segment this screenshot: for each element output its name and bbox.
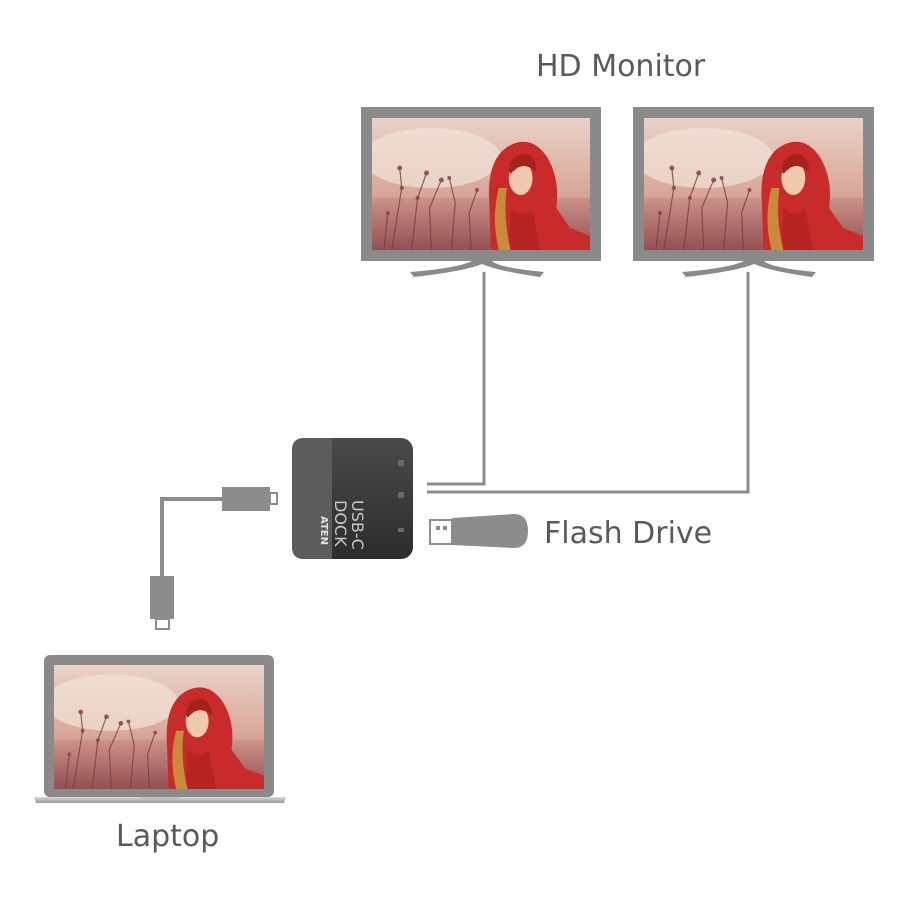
dock-top-face xyxy=(292,438,332,559)
monitor-2-stand xyxy=(682,261,816,277)
cable-dock-to-monitor-2 xyxy=(427,272,750,494)
flash-drive xyxy=(429,514,528,548)
dock-brand-logo: ATEN xyxy=(318,516,329,545)
usb-c-plug-tip-dock xyxy=(269,492,278,505)
usb-c-plug-dock xyxy=(222,487,270,511)
flash-drive-label: Flash Drive xyxy=(544,516,713,551)
laptop xyxy=(34,655,286,803)
flash-drive-contact-2 xyxy=(443,526,447,530)
usb-c-cable-to-laptop xyxy=(150,487,278,630)
hd-monitor-1 xyxy=(361,107,601,277)
laptop-screen xyxy=(54,665,264,789)
usb-c-plug-tip-laptop xyxy=(155,618,170,630)
dock-port-1 xyxy=(398,460,404,466)
dock-product-line2: DOCK xyxy=(331,500,350,547)
monitor-2-screen xyxy=(644,118,863,250)
laptop-notch xyxy=(140,797,180,800)
laptop-label: Laptop xyxy=(116,819,220,854)
cable-dock-to-monitor-1 xyxy=(427,272,486,486)
flash-drive-body xyxy=(452,514,528,548)
hd-monitor-2 xyxy=(633,107,874,277)
usb-c-dock: USB-C DOCK ATEN xyxy=(292,438,413,559)
usb-c-plug-laptop xyxy=(150,576,174,619)
flash-drive-contact-1 xyxy=(436,526,440,530)
dock-product-line1: USB-C xyxy=(348,500,367,550)
monitor-1-screen xyxy=(372,118,590,250)
flash-drive-usb-connector xyxy=(429,519,453,545)
dock-port-2 xyxy=(398,492,404,498)
monitor-1-stand xyxy=(410,261,544,277)
hd-monitor-label: HD Monitor xyxy=(536,49,706,84)
dock-port-3 xyxy=(398,528,404,532)
usb-c-cable-line xyxy=(160,497,222,580)
